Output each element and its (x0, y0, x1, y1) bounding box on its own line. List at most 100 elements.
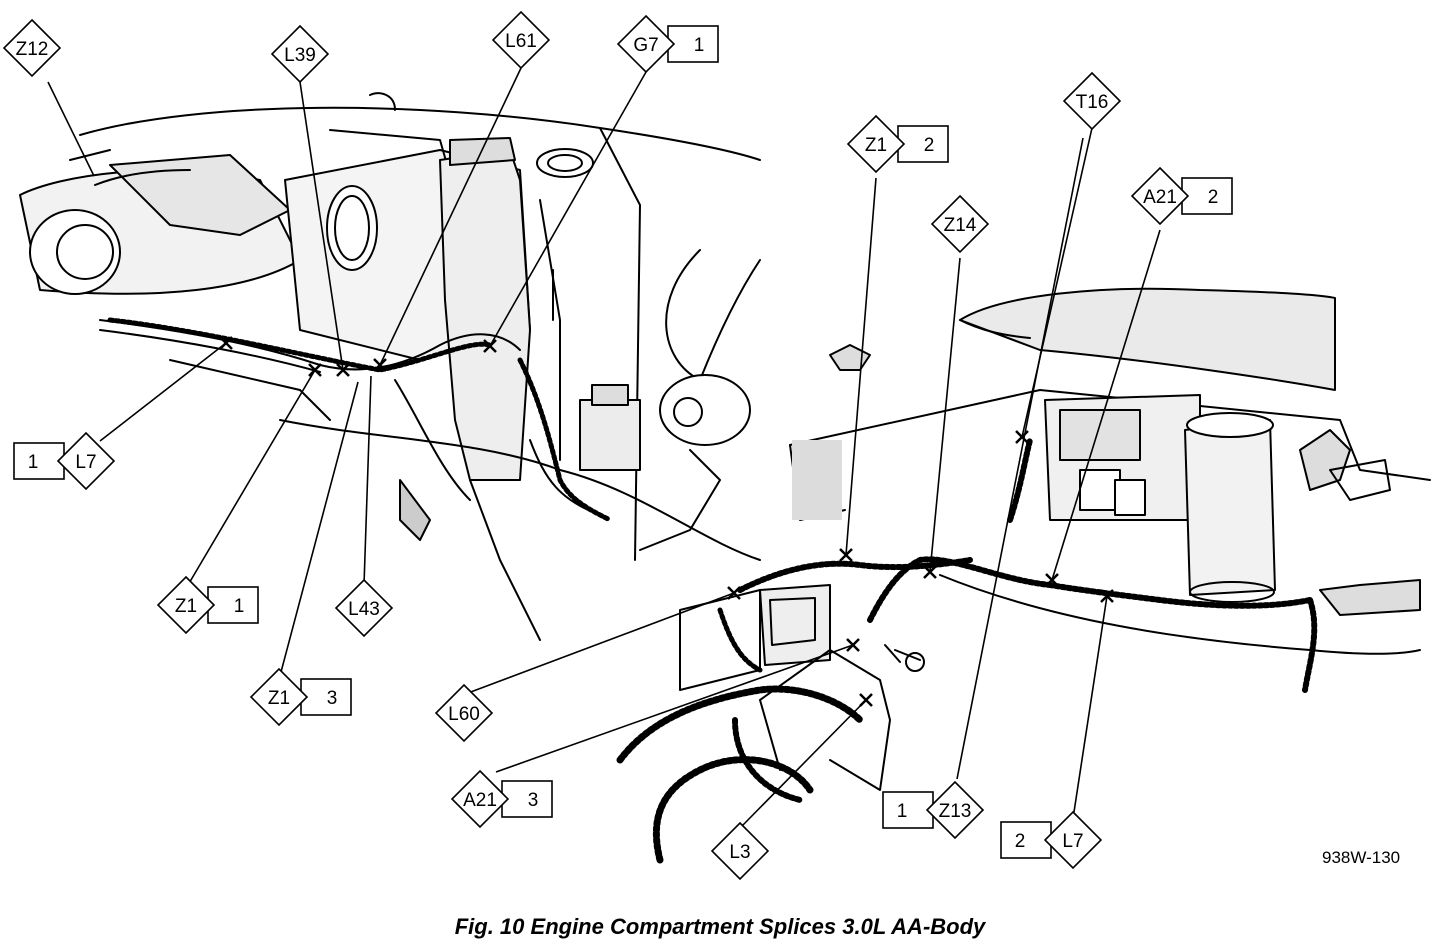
callout-diamond (616, 14, 676, 74)
callout-id: Z12 (16, 39, 49, 60)
callout-number-box (882, 791, 934, 829)
callout-id: L61 (505, 31, 537, 52)
callout-number: 2 (1208, 187, 1219, 208)
callout-id: L7 (1062, 831, 1083, 852)
callout-id: Z1 (175, 596, 197, 617)
callout-diamond (56, 431, 116, 491)
callout-id: L7 (75, 452, 96, 473)
leader-l43 (363, 375, 372, 586)
callout-diamond (249, 667, 309, 727)
splice-mark-l3 (859, 693, 873, 707)
splice-mark-a21-3 (846, 638, 860, 652)
callout-g7-1: 1 G7 (616, 14, 719, 74)
callout-number-box (897, 125, 949, 163)
callout-id: T16 (1076, 92, 1109, 113)
callout-number: 3 (327, 688, 338, 709)
callout-number: 1 (694, 35, 705, 56)
callout-diamond (1062, 71, 1122, 131)
splice-mark-z1-2 (839, 548, 853, 562)
callout-z12: Z12 (2, 18, 62, 78)
leader-g7-1 (489, 71, 647, 347)
leader-l61 (379, 67, 522, 366)
figure-caption: Fig. 10 Engine Compartment Splices 3.0L … (454, 914, 986, 939)
callout-diamond (710, 821, 770, 881)
callout-l7-2: 2 L7 (1000, 810, 1103, 870)
leader-a21-3 (495, 644, 854, 773)
splice-mark-g7 (483, 339, 497, 353)
callout-z1-2: 2 Z1 (846, 114, 949, 174)
leader-l39 (299, 81, 344, 371)
callout-diamond (334, 578, 394, 638)
splice-mark-l60 (727, 586, 741, 600)
callout-id: L43 (348, 599, 380, 620)
callout-number: 2 (1015, 831, 1026, 852)
splice-mark-a21-2 (1045, 573, 1059, 587)
callout-number-box (1000, 821, 1052, 859)
callout-number: 1 (234, 596, 245, 617)
callout-id: Z1 (268, 688, 290, 709)
splice-mark-l39 (336, 363, 350, 377)
splice-mark-l7-2 (1100, 589, 1114, 603)
leader-z14 (929, 257, 961, 573)
callout-id: L39 (284, 45, 316, 66)
callout-z13-1: 1 Z13 (882, 780, 985, 840)
callout-number: 2 (924, 135, 935, 156)
leader-a21-2 (1051, 229, 1161, 581)
callout-number-box (300, 678, 352, 716)
callout-diamond (1130, 166, 1190, 226)
leader-z1-3 (280, 381, 359, 673)
callout-id: Z13 (939, 801, 972, 822)
callout-diamond (930, 194, 990, 254)
callout-diamond (925, 780, 985, 840)
callout-diamond (491, 10, 551, 70)
callout-l39: L39 (270, 24, 330, 84)
leader-lines (47, 67, 1161, 827)
callout-number: 1 (28, 452, 39, 473)
leader-l7-2 (1073, 595, 1108, 813)
callout-diamond (846, 114, 906, 174)
callout-id: L60 (448, 704, 480, 725)
callout-number: 1 (897, 801, 908, 822)
left-engine-illustration (19, 92, 761, 641)
leader-z1-2 (845, 177, 877, 556)
callout-diamond (2, 18, 62, 78)
splice-mark-z14 (923, 565, 937, 579)
callout-number-box (207, 586, 259, 624)
callout-l7-1: 1 L7 (13, 431, 116, 491)
callout-diamond (450, 769, 510, 829)
leader-l7-1 (99, 342, 227, 442)
callout-number-box (501, 780, 553, 818)
callout-t16: T16 (1062, 71, 1122, 131)
callout-diamond (434, 683, 494, 743)
callout-diamond (1043, 810, 1103, 870)
splice-mark-l7-1 (219, 336, 233, 350)
callout-number: 3 (528, 790, 539, 811)
callout-id: A21 (463, 790, 497, 811)
callout-diamond (270, 24, 330, 84)
splice-mark-z1-1 (308, 363, 322, 377)
callout-number-box (13, 442, 65, 480)
right-engine-illustration (616, 287, 1431, 864)
callout-id: L3 (729, 842, 750, 863)
callout-a21-3: 3 A21 (450, 769, 553, 829)
callout-z1-1: 1 Z1 (156, 575, 259, 635)
callout-id: A21 (1143, 187, 1177, 208)
leader-z13-1 (956, 137, 1084, 780)
leader-l3 (741, 699, 867, 827)
callout-a21-2: 2 A21 (1130, 166, 1233, 226)
callout-z14: Z14 (930, 194, 990, 254)
callout-id: Z1 (865, 135, 887, 156)
drawing-id: 938W-130 (1322, 848, 1401, 867)
callout-z1-3: 3 Z1 (249, 667, 352, 727)
callout-id: Z14 (944, 215, 977, 236)
leader-z1-1 (187, 369, 316, 586)
callout-l60: L60 (434, 683, 494, 743)
callout-id: G7 (633, 35, 658, 56)
splice-mark-t16 (1015, 430, 1029, 444)
leader-t16 (1021, 127, 1093, 438)
callout-l3: L3 (710, 821, 770, 881)
leader-z12 (47, 81, 95, 177)
callout-number-box (667, 25, 719, 63)
